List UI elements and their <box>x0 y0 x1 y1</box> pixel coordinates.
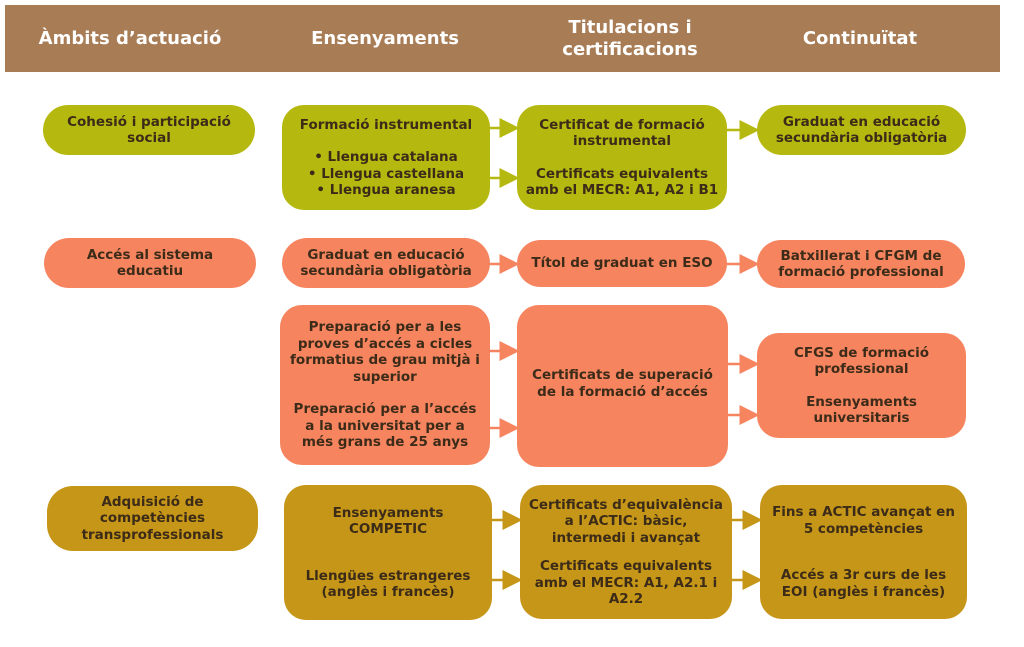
box-text: Títol de graduat en ESO <box>531 255 713 272</box>
continuitat-row2: Batxillerat i CFGM de formació professio… <box>757 240 965 288</box>
box-text: Preparació per a l’accés a la universita… <box>293 401 477 451</box>
box-text: Ensenyaments COMPETIC <box>332 504 444 538</box>
box-text: Cohesió i participació social <box>67 113 231 147</box>
box-text: CFGS de formació professional <box>793 344 930 378</box>
box-text: Certificats d’equivalència a l’ACTIC: bà… <box>528 496 723 546</box>
header-ambits: Àmbits d’actuació <box>38 27 222 49</box>
ensenyament-preparacio-acces: Preparació per a les proves d’accés a ci… <box>280 305 490 465</box>
ensenyament-competic: Ensenyaments COMPETIC Llengües estranger… <box>284 485 492 620</box>
box-text: Certificats equivalents amb el MECR: A1,… <box>525 165 719 199</box>
ambit-cohesio: Cohesió i participació social <box>43 105 255 155</box>
box-text: Llengües estrangeres (anglès i francès) <box>305 567 471 601</box>
header-bar: Àmbits d’actuació Ensenyaments Titulacio… <box>5 5 1000 72</box>
header-continuitat: Continuïtat <box>802 27 918 49</box>
ensenyament-formacio-instrumental: Formació instrumental • Llengua catalana… <box>282 105 490 210</box>
ensenyament-geso: Graduat en educació secundària obligatòr… <box>282 238 490 288</box>
box-text: Preparació per a les proves d’accés a ci… <box>290 319 480 385</box>
header-titulacions: Titulacions i certificacions <box>562 16 698 60</box>
list-item: • Llengua castellana <box>307 165 465 182</box>
list-item: • Llengua aranesa <box>316 182 456 198</box>
list-item: • Llengua catalana <box>314 149 458 165</box>
continuitat-row3: CFGS de formació professional Ensenyamen… <box>757 333 966 438</box>
box-text: Fins a ACTIC avançat en 5 competències <box>772 504 955 537</box>
box-text: Graduat en educació secundària obligatòr… <box>300 246 472 280</box>
ambit-acces: Accés al sistema educatiu <box>44 238 256 288</box>
continuitat-row4: Fins a ACTIC avançat en 5 competències A… <box>760 485 967 619</box>
ambit-competencies: Adquisició de competències transprofessi… <box>47 486 258 551</box>
titulacio-eso: Títol de graduat en ESO <box>517 240 727 287</box>
box-text: Accés al sistema educatiu <box>86 246 214 280</box>
box-text: Ensenyaments universitaris <box>806 393 917 427</box>
box-title: Formació instrumental <box>299 116 473 133</box>
titulacio-superacio: Certificats de superació de la formació … <box>517 305 728 467</box>
header-ensenyaments: Ensenyaments <box>311 27 459 49</box>
box-text: Certificats de superació de la formació … <box>532 367 713 400</box>
titulacio-row1: Certificat de formació instrumental Cert… <box>517 105 727 210</box>
box-text: Adquisició de competències transprofessi… <box>81 493 224 543</box>
box-text: Certificat de formació instrumental <box>539 116 705 150</box>
continuitat-row1: Graduat en educació secundària obligatòr… <box>757 105 966 155</box>
titulacio-row4: Certificats d’equivalència a l’ACTIC: bà… <box>520 485 732 619</box>
box-text: Certificats equivalents amb el MECR: A1,… <box>534 558 718 607</box>
box-text: Accés a 3r curs de les EOI (anglès i fra… <box>780 567 947 600</box>
box-text: Graduat en educació secundària obligatòr… <box>775 113 948 147</box>
box-text: Batxillerat i CFGM de formació professio… <box>778 247 944 281</box>
